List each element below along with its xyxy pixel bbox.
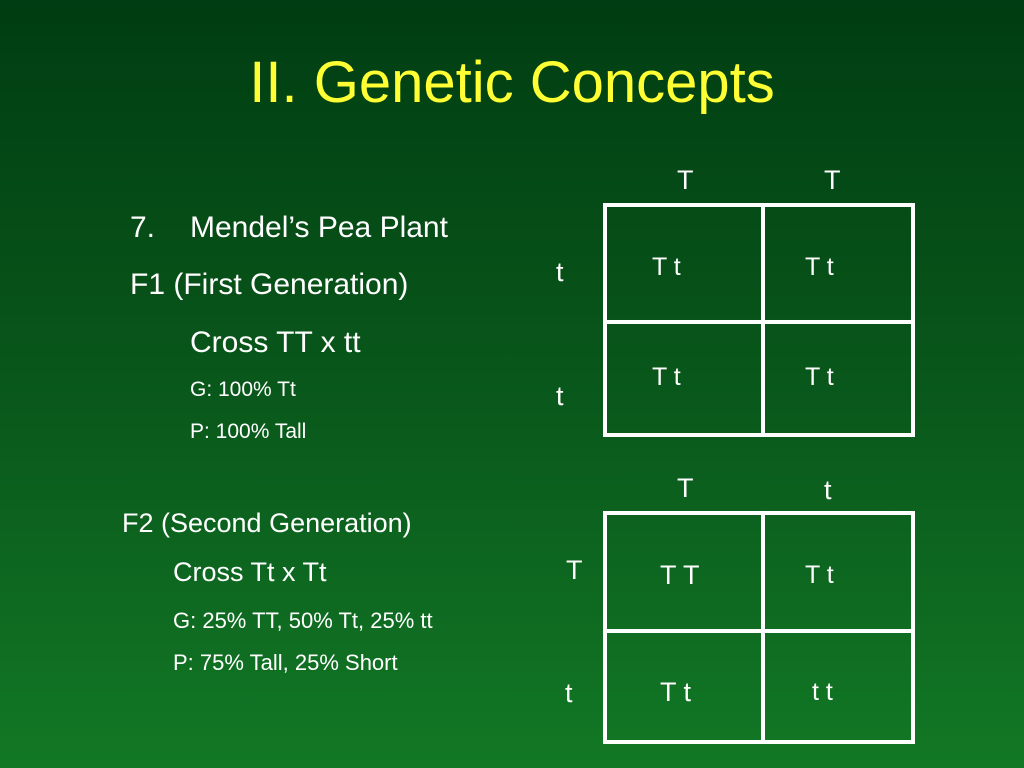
f2-cell: T T bbox=[660, 560, 700, 590]
slide-title: II. Genetic Concepts bbox=[249, 50, 775, 115]
f1-side-allele: t bbox=[556, 381, 564, 411]
f1-cell: T t bbox=[652, 363, 681, 391]
f1-punnett-square bbox=[603, 203, 915, 437]
f2-cell: T t bbox=[805, 561, 834, 589]
f1-cell: T t bbox=[805, 253, 834, 281]
grid-divider bbox=[607, 629, 911, 633]
f2-heading: F2 (Second Generation) bbox=[122, 508, 412, 538]
f2-top-allele: T bbox=[677, 473, 694, 503]
f1-phenotype: P: 100% Tall bbox=[190, 420, 307, 443]
f1-cell: T t bbox=[652, 253, 681, 281]
grid-divider bbox=[761, 515, 765, 740]
f1-top-allele: T bbox=[677, 165, 694, 195]
f2-side-allele: t bbox=[565, 678, 573, 708]
f1-side-allele: t bbox=[556, 257, 564, 287]
f1-genotype: G: 100% Tt bbox=[190, 378, 296, 401]
f2-genotype: G: 25% TT, 50% Tt, 25% tt bbox=[173, 608, 433, 633]
f2-cell: T t bbox=[660, 677, 692, 707]
f2-side-allele: T bbox=[566, 555, 583, 585]
f2-punnett-square bbox=[603, 511, 915, 744]
f1-heading: F1 (First Generation) bbox=[130, 268, 409, 301]
f2-cross: Cross Tt x Tt bbox=[173, 557, 327, 587]
grid-divider bbox=[607, 320, 911, 324]
f2-cell: t t bbox=[812, 678, 833, 706]
f2-phenotype: P: 75% Tall, 25% Short bbox=[173, 650, 398, 675]
f2-top-allele: t bbox=[824, 475, 832, 505]
f1-cross: Cross TT x tt bbox=[190, 326, 361, 359]
f1-cell: T t bbox=[805, 363, 834, 391]
f1-top-allele: T bbox=[824, 165, 841, 195]
item-heading: Mendel’s Pea Plant bbox=[190, 211, 448, 244]
item-number: 7. bbox=[130, 211, 156, 244]
